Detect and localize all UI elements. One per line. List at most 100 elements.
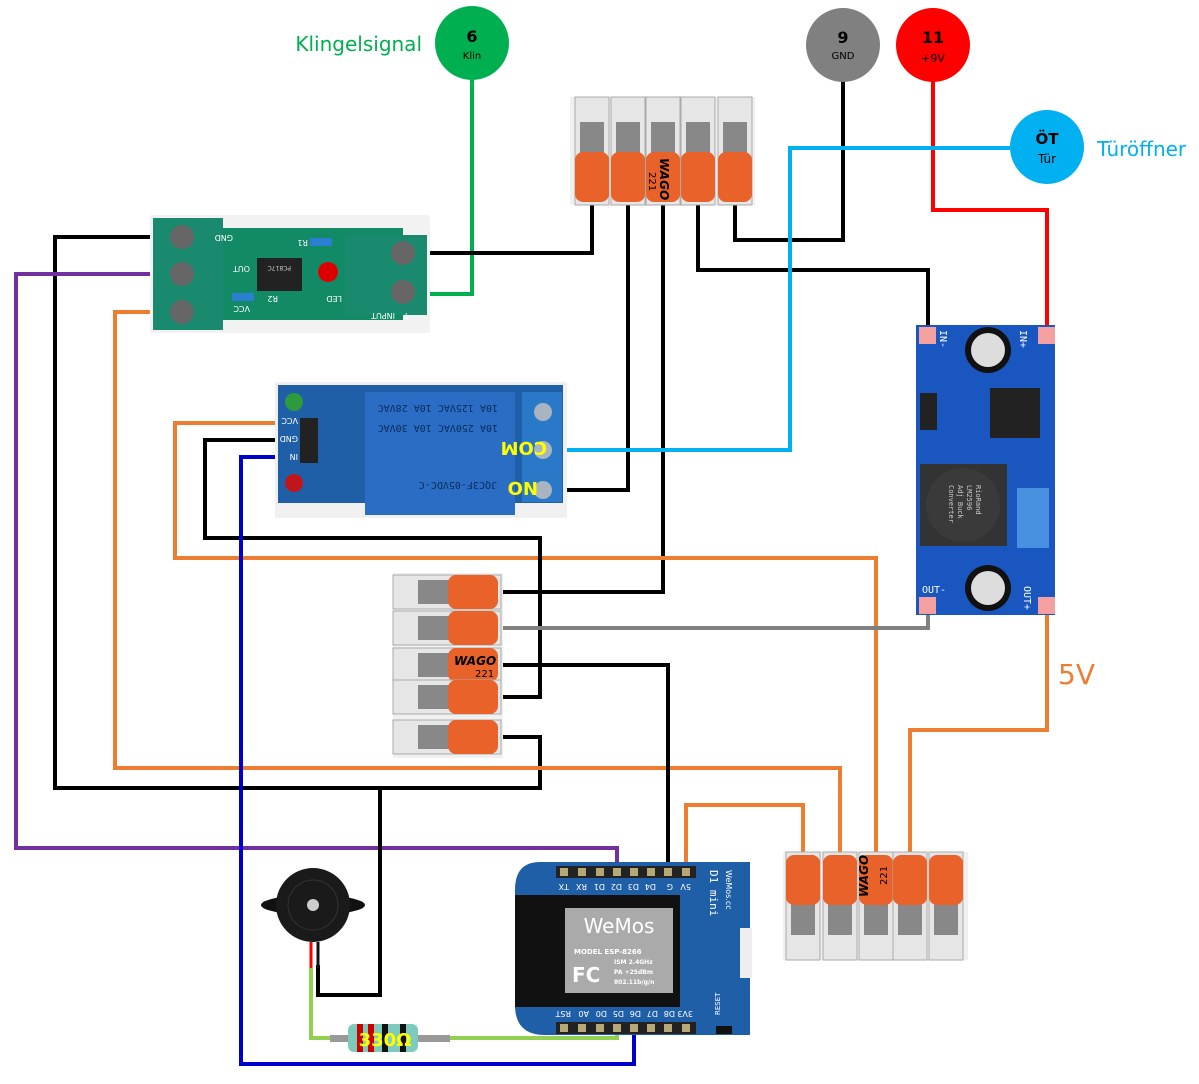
relay-no-label: NO	[508, 477, 538, 498]
terminal-gnd: 9 GND	[806, 8, 880, 82]
label-r2: R2	[267, 294, 278, 303]
wire-wemos-gnd	[500, 663, 670, 872]
buck-out-minus: OUT-	[922, 585, 946, 596]
wemos-pin-d5	[613, 1024, 621, 1032]
wemos-pin-label: D8	[664, 1009, 675, 1018]
wago-model: 221	[475, 669, 494, 680]
pin-header	[300, 418, 318, 463]
wire-wemos-5v	[684, 803, 805, 872]
screw-icon	[170, 225, 194, 249]
wemos-pin-d2	[613, 868, 621, 876]
buck-in-minus: IN-	[937, 330, 948, 348]
wemos-pin-label: D1	[594, 882, 605, 891]
wemos-pin-label: D5	[613, 1009, 624, 1018]
wemos-pin-d8	[664, 1024, 672, 1032]
wago-brand: WAGO	[857, 855, 871, 897]
wemos-spec: ISM 2.4GHz	[614, 959, 653, 966]
wemos-model: MODEL ESP-8266	[574, 948, 642, 956]
terminal-label: Türöffner	[1096, 137, 1187, 161]
label-gnd: GND	[280, 434, 298, 443]
screw-icon	[391, 280, 415, 304]
wago-connector-middle: WAGO 221	[392, 573, 503, 758]
piezo-buzzer	[261, 868, 365, 968]
relay-module: VCC GND IN 10A 125VAC 10A 28VAC 10A 250V…	[275, 382, 567, 518]
relay-rating-1: 10A 125VAC 10A 28VAC	[378, 402, 498, 413]
wemos-pin-g	[664, 868, 672, 876]
wemos-pin-d4	[647, 868, 655, 876]
buck-out-plus: OUT+	[1021, 586, 1032, 610]
wemos-pin-label: D7	[647, 1009, 658, 1018]
wemos-pin-d3	[630, 868, 638, 876]
wire-relay-vcc	[173, 421, 878, 860]
terminal-number: 9	[837, 28, 848, 47]
wemos-bottom-pins	[556, 1022, 696, 1034]
wemos-pin-tx	[560, 868, 568, 876]
wemos-top-pins	[556, 866, 696, 878]
wemos-pin-label: G	[667, 882, 673, 891]
wago-connector-bottom: WAGO 221	[783, 851, 968, 961]
wire-buck-out-minus	[500, 600, 930, 630]
wire-relay-gnd	[203, 438, 542, 699]
wemos-pin-label: D6	[630, 1009, 641, 1018]
coil-text: Converter	[947, 485, 955, 523]
buck-converter: IN- IN+ OUT- OUT+ RioRand LM2596 Adj Buc…	[916, 325, 1055, 615]
potentiometer	[1017, 488, 1049, 548]
wire-5v	[908, 600, 1049, 860]
wemos-pin-label: D4	[645, 882, 656, 891]
wire-9v	[931, 80, 1049, 332]
led-icon	[285, 474, 303, 492]
reset-button[interactable]	[716, 1026, 732, 1034]
wago-brand: WAGO	[454, 654, 496, 668]
label-input: INPUT	[371, 311, 395, 320]
wire-relay-in	[239, 455, 636, 1066]
terminal-klingelsignal: 6 Klin Klingelsignal	[295, 6, 509, 80]
screw-icon	[170, 300, 194, 324]
terminal-sub: Klin	[463, 51, 481, 62]
wemos-pin-rx	[578, 868, 586, 876]
chip-label: PC817C	[268, 264, 291, 271]
resistor-330: 330Ω	[330, 1024, 450, 1052]
coil-text: RioRand	[974, 485, 982, 515]
wemos-pin-d0	[596, 1024, 604, 1032]
terminal-label: Klingelsignal	[295, 32, 422, 56]
wemos-pin-label: TX	[558, 882, 570, 891]
esp8266-shield	[565, 908, 673, 993]
wago-connector-top: WAGO 221	[570, 96, 755, 206]
wire-opto-gnd	[53, 235, 542, 790]
terminal-sub: +9V	[921, 52, 945, 65]
wire-relay-no	[545, 200, 630, 492]
wire-tueroeffner	[545, 146, 1010, 452]
wemos-pin-label: RST	[555, 1009, 571, 1018]
wemos-site: WeMos.cc	[724, 870, 733, 910]
wemos-pin-label: 3V3	[677, 1009, 693, 1018]
coil-text: Adj Buck	[956, 485, 964, 520]
wago-model: 221	[879, 866, 890, 885]
wemos-d1-mini: WeMos MODEL ESP-8266 FC ISM 2.4GHz PA +2…	[515, 862, 752, 1035]
wire-buzzer-gnd	[316, 788, 382, 997]
wemos-pin-d7	[647, 1024, 655, 1032]
wemos-board-name: D1 mini	[707, 870, 720, 916]
wire-opto-out	[14, 272, 619, 872]
wemos-pin-label: D2	[611, 882, 622, 891]
buck-in-plus: IN+	[1017, 330, 1028, 348]
wemos-pin-3v3	[682, 1024, 690, 1032]
terminal-number: 6	[466, 27, 477, 46]
terminal-9v: 11 +9V	[896, 8, 970, 82]
wires	[14, 80, 1049, 1066]
wemos-pin-d6	[630, 1024, 638, 1032]
optocoupler-module: GND OUT VCC R1 R2 LED PC817C INPUT +	[150, 215, 430, 333]
wemos-pin-a0	[578, 1024, 586, 1032]
coil-text: LM2596	[965, 485, 973, 510]
wire-wago-link	[500, 200, 665, 594]
wemos-pin-label: D0	[596, 1009, 607, 1018]
terminal-sub: Tür	[1037, 152, 1056, 166]
wemos-spec: 802.11b/g/n	[614, 979, 654, 986]
wire-buck-in-minus	[696, 200, 930, 332]
wemos-pin-5v	[682, 868, 690, 876]
wemos-pin-label: D3	[628, 882, 639, 891]
terminal-tueroeffner: ÖT Tür Türöffner	[1010, 110, 1187, 184]
wago-brand: WAGO	[657, 158, 671, 200]
resistor-label: 330Ω	[359, 1030, 412, 1051]
relay-com-label: COM	[501, 437, 547, 458]
